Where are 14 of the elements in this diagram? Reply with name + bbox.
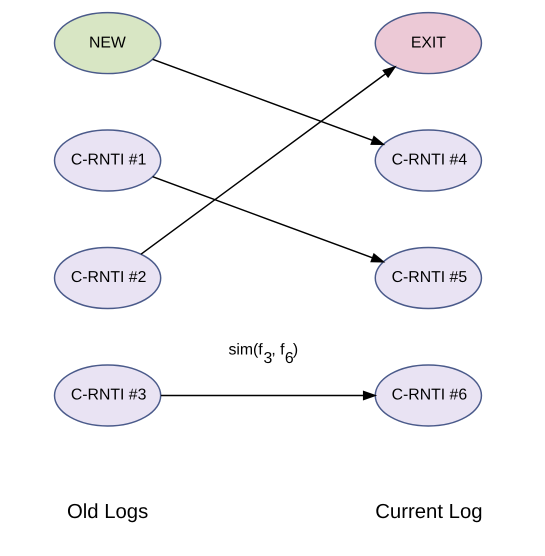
arrow	[140, 66, 397, 255]
label: Old Logs	[66, 500, 148, 523]
node-ellipse: C-RNTI #3	[54, 364, 162, 427]
node-ellipse: EXIT	[374, 12, 482, 74]
arrow	[160, 390, 378, 400]
node-ellipse: C-RNTI #6	[374, 364, 482, 427]
node-ellipse: C-RNTI #5	[374, 246, 482, 310]
node-ellipse: NEW	[54, 12, 162, 74]
arrow	[152, 58, 386, 146]
node-ellipse: C-RNTI #1	[54, 129, 162, 192]
label: Current Log	[375, 500, 483, 523]
node-ellipse: C-RNTI #2	[54, 246, 162, 310]
arrow	[152, 176, 386, 263]
node-ellipse: C-RNTI #4	[374, 129, 482, 192]
